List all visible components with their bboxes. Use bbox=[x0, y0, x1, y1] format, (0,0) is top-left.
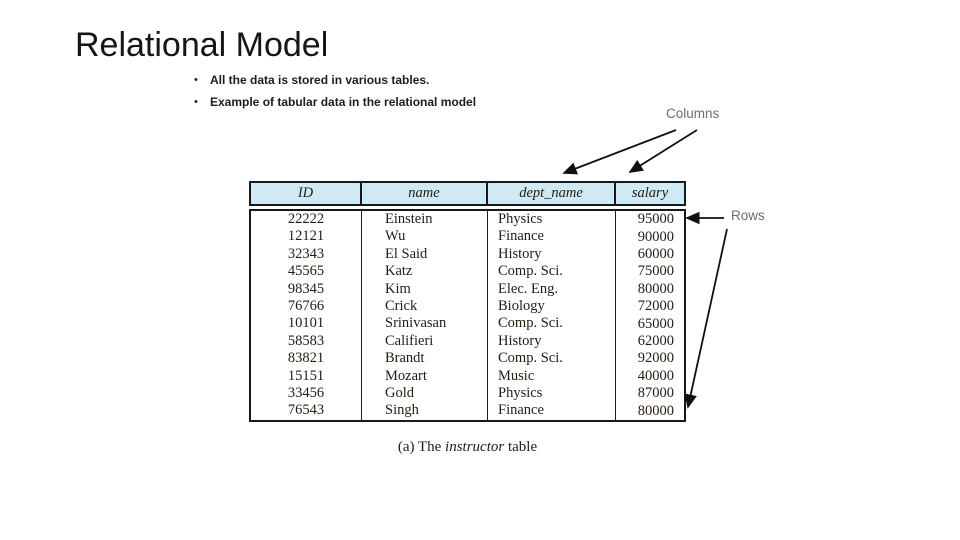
table-cell: Physics bbox=[488, 385, 616, 403]
table-cell: 75000 bbox=[637, 263, 674, 280]
caption-prefix: (a) The bbox=[397, 439, 446, 455]
table-cell: Music bbox=[488, 367, 616, 386]
bullet-icon: • bbox=[194, 96, 198, 108]
table-cell: Califieri bbox=[362, 332, 488, 351]
table-cell: 76543 bbox=[251, 402, 362, 420]
table-cell: Srinivasan bbox=[362, 315, 488, 333]
table-cell: Kim bbox=[362, 280, 488, 299]
table-cell: 22222 bbox=[251, 211, 362, 229]
table-cell: 45565 bbox=[251, 263, 362, 281]
column-header-ID: ID bbox=[251, 183, 362, 204]
table-cell: Physics bbox=[488, 211, 616, 229]
table-cell: Katz bbox=[362, 263, 488, 281]
table-cell: 87000 bbox=[637, 385, 674, 402]
table-cell: Finance bbox=[488, 402, 616, 420]
caption-table-name: instructor bbox=[445, 439, 505, 455]
table-cell: Wu bbox=[362, 228, 488, 246]
table-cell: 80000 bbox=[637, 280, 674, 297]
columns-label: Columns bbox=[666, 106, 720, 121]
bullet-list: • All the data is stored in various tabl… bbox=[194, 73, 476, 117]
table-cell: 15151 bbox=[251, 367, 362, 386]
table-cell: Comp. Sci. bbox=[488, 315, 616, 333]
table-cell: Einstein bbox=[362, 211, 488, 229]
bullet-item: • All the data is stored in various tabl… bbox=[194, 73, 476, 87]
table-cell: 32343 bbox=[251, 245, 362, 264]
columns-arrow-left-icon bbox=[562, 129, 677, 175]
column-header-name: name bbox=[362, 183, 488, 204]
table-cell: El Said bbox=[362, 245, 488, 264]
table-cell: 92000 bbox=[637, 350, 674, 367]
bullet-icon: • bbox=[194, 74, 198, 86]
column-header-salary: salary bbox=[631, 185, 669, 201]
table-cell: Mozart bbox=[362, 367, 488, 386]
table-cell: 65000 bbox=[637, 315, 674, 332]
table-cell: Finance bbox=[488, 228, 616, 246]
table-cell: 10101 bbox=[251, 315, 362, 333]
columns-arrow-right-icon bbox=[628, 129, 698, 173]
table-cell: 72000 bbox=[637, 298, 674, 315]
table-cell: Comp. Sci. bbox=[488, 350, 616, 368]
table-cell: Comp. Sci. bbox=[488, 263, 616, 281]
table-cell: History bbox=[488, 332, 616, 351]
table-cell: 58583 bbox=[251, 332, 362, 351]
rows-label: Rows bbox=[731, 208, 765, 223]
table-cell: 80000 bbox=[637, 402, 674, 419]
figure-caption: (a) The instructor table bbox=[249, 439, 686, 456]
table-cell: History bbox=[488, 245, 616, 264]
table-cell: 83821 bbox=[251, 350, 362, 368]
table-cell: Gold bbox=[362, 385, 488, 403]
bullet-text: Example of tabular data in the relationa… bbox=[210, 95, 477, 109]
table-cell: 76766 bbox=[251, 298, 362, 316]
table-cell: Brandt bbox=[362, 350, 488, 368]
table-cell: 62000 bbox=[637, 333, 674, 350]
table-cell: 33456 bbox=[251, 385, 362, 403]
table-cell: Biology bbox=[488, 298, 616, 316]
slide-title: Relational Model bbox=[75, 26, 329, 64]
table-cell: 98345 bbox=[251, 280, 362, 299]
table-cell: 60000 bbox=[637, 246, 674, 262]
bullet-text: All the data is stored in various tables… bbox=[210, 73, 430, 87]
rows-arrow-long-icon bbox=[684, 228, 728, 409]
table-cell: 12121 bbox=[251, 228, 362, 246]
table-cell: 40000 bbox=[637, 367, 674, 384]
table-cell: 90000 bbox=[637, 228, 674, 245]
table-cell: Singh bbox=[362, 402, 488, 420]
bullet-item: • Example of tabular data in the relatio… bbox=[194, 95, 476, 109]
column-header-dept_name: dept_name bbox=[488, 183, 616, 204]
table-cell: 95000 bbox=[637, 211, 674, 228]
table-cell: Elec. Eng. bbox=[488, 280, 616, 299]
caption-suffix: table bbox=[504, 439, 538, 455]
table-cell: Crick bbox=[362, 298, 488, 316]
